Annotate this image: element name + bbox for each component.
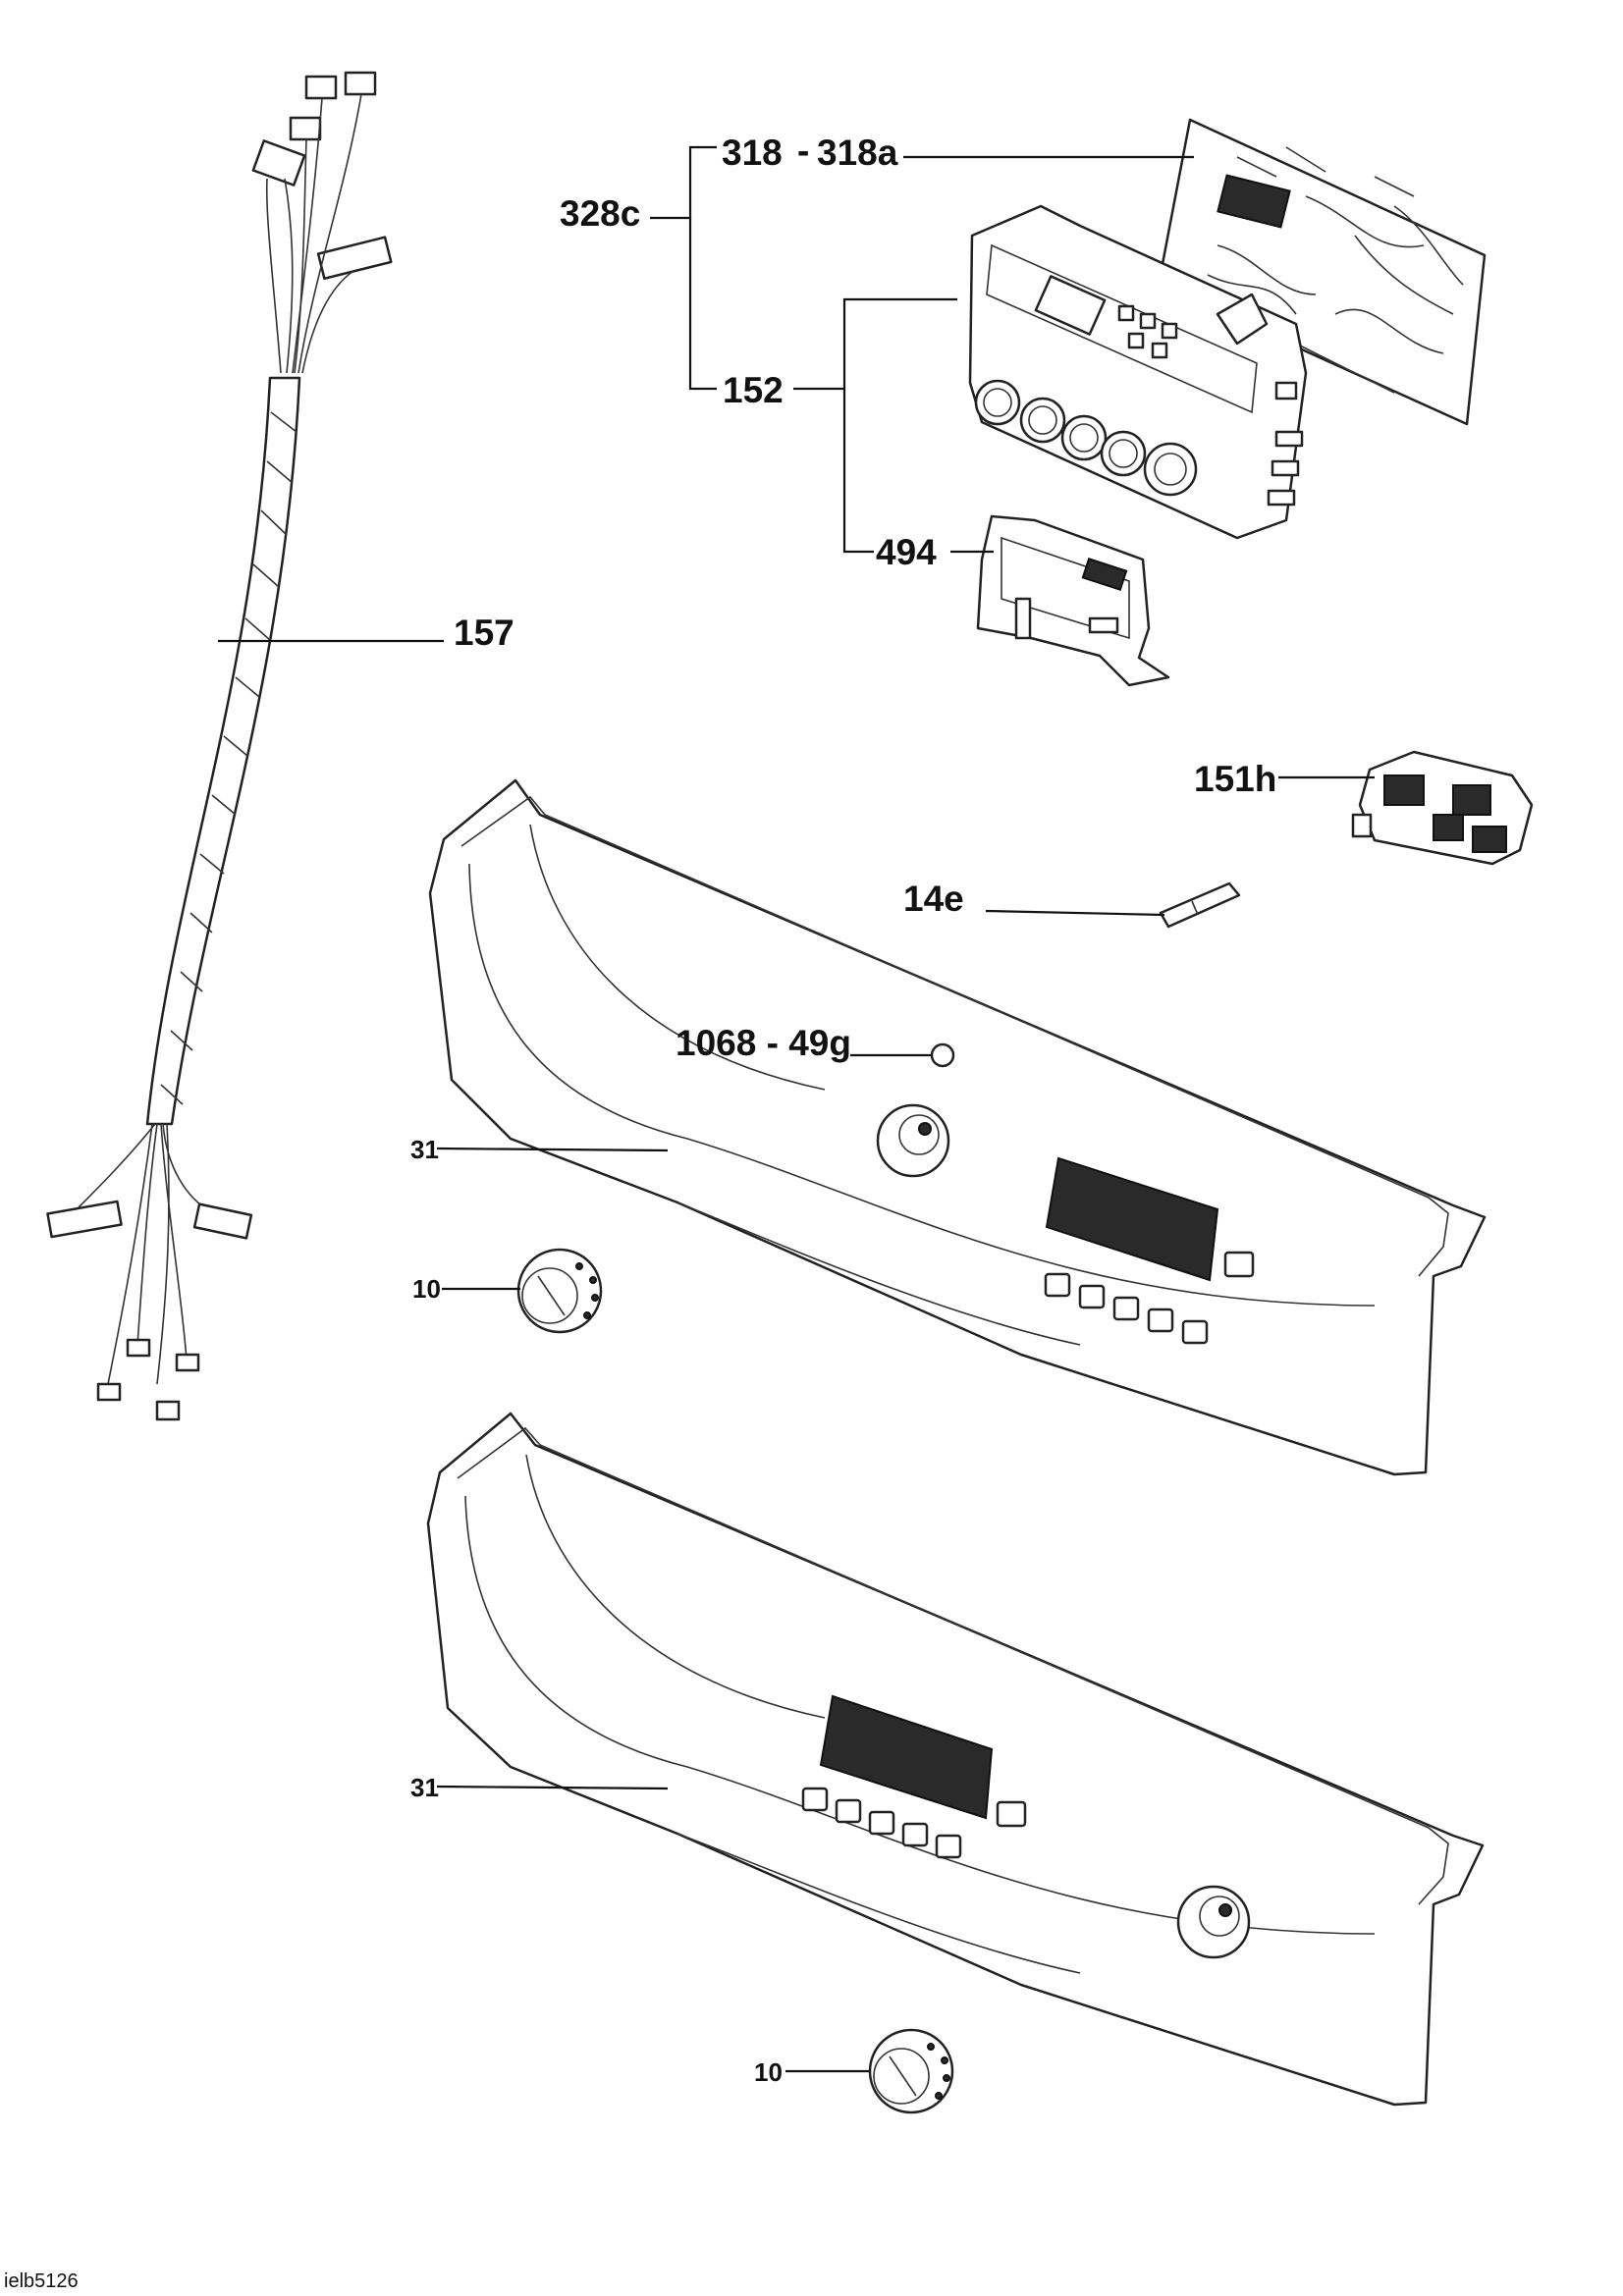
callout-31-lower: 31 <box>410 1773 439 1802</box>
callout-10-lower: 10 <box>754 2057 783 2087</box>
bracket-494 <box>976 514 1170 687</box>
knob-10-upper <box>516 1248 603 1334</box>
leader-31-upper <box>436 1147 669 1152</box>
assembly-leaders <box>650 145 1194 554</box>
diagram-code: ielb5126 <box>4 2270 79 2292</box>
callout-494: 494 <box>876 532 937 572</box>
leader-14e <box>985 909 1165 917</box>
switch-151h <box>1351 750 1534 866</box>
callout-14e: 14e <box>903 879 964 919</box>
knob-10-lower <box>868 2028 954 2114</box>
callout-10-upper: 10 <box>412 1274 441 1304</box>
control-panel-lower <box>426 1412 1485 2107</box>
callout-318a: 318a <box>817 133 898 173</box>
callout-318: 318 <box>722 133 783 173</box>
callout-152: 152 <box>723 370 784 410</box>
control-panel-upper <box>428 778 1487 1476</box>
console-module-152 <box>968 204 1308 540</box>
leader-31-lower <box>436 1785 669 1790</box>
callout-157: 157 <box>454 613 514 653</box>
callout-151h: 151h <box>1194 759 1276 799</box>
callout-31-upper: 31 <box>410 1135 439 1164</box>
callout-1068-49g: 1068 - 49g <box>676 1023 851 1063</box>
pin-14e <box>1159 881 1241 929</box>
wire-harness-157 <box>46 71 393 1421</box>
callout-328c: 328c <box>560 193 640 234</box>
callout-318-separator: - <box>797 131 809 171</box>
